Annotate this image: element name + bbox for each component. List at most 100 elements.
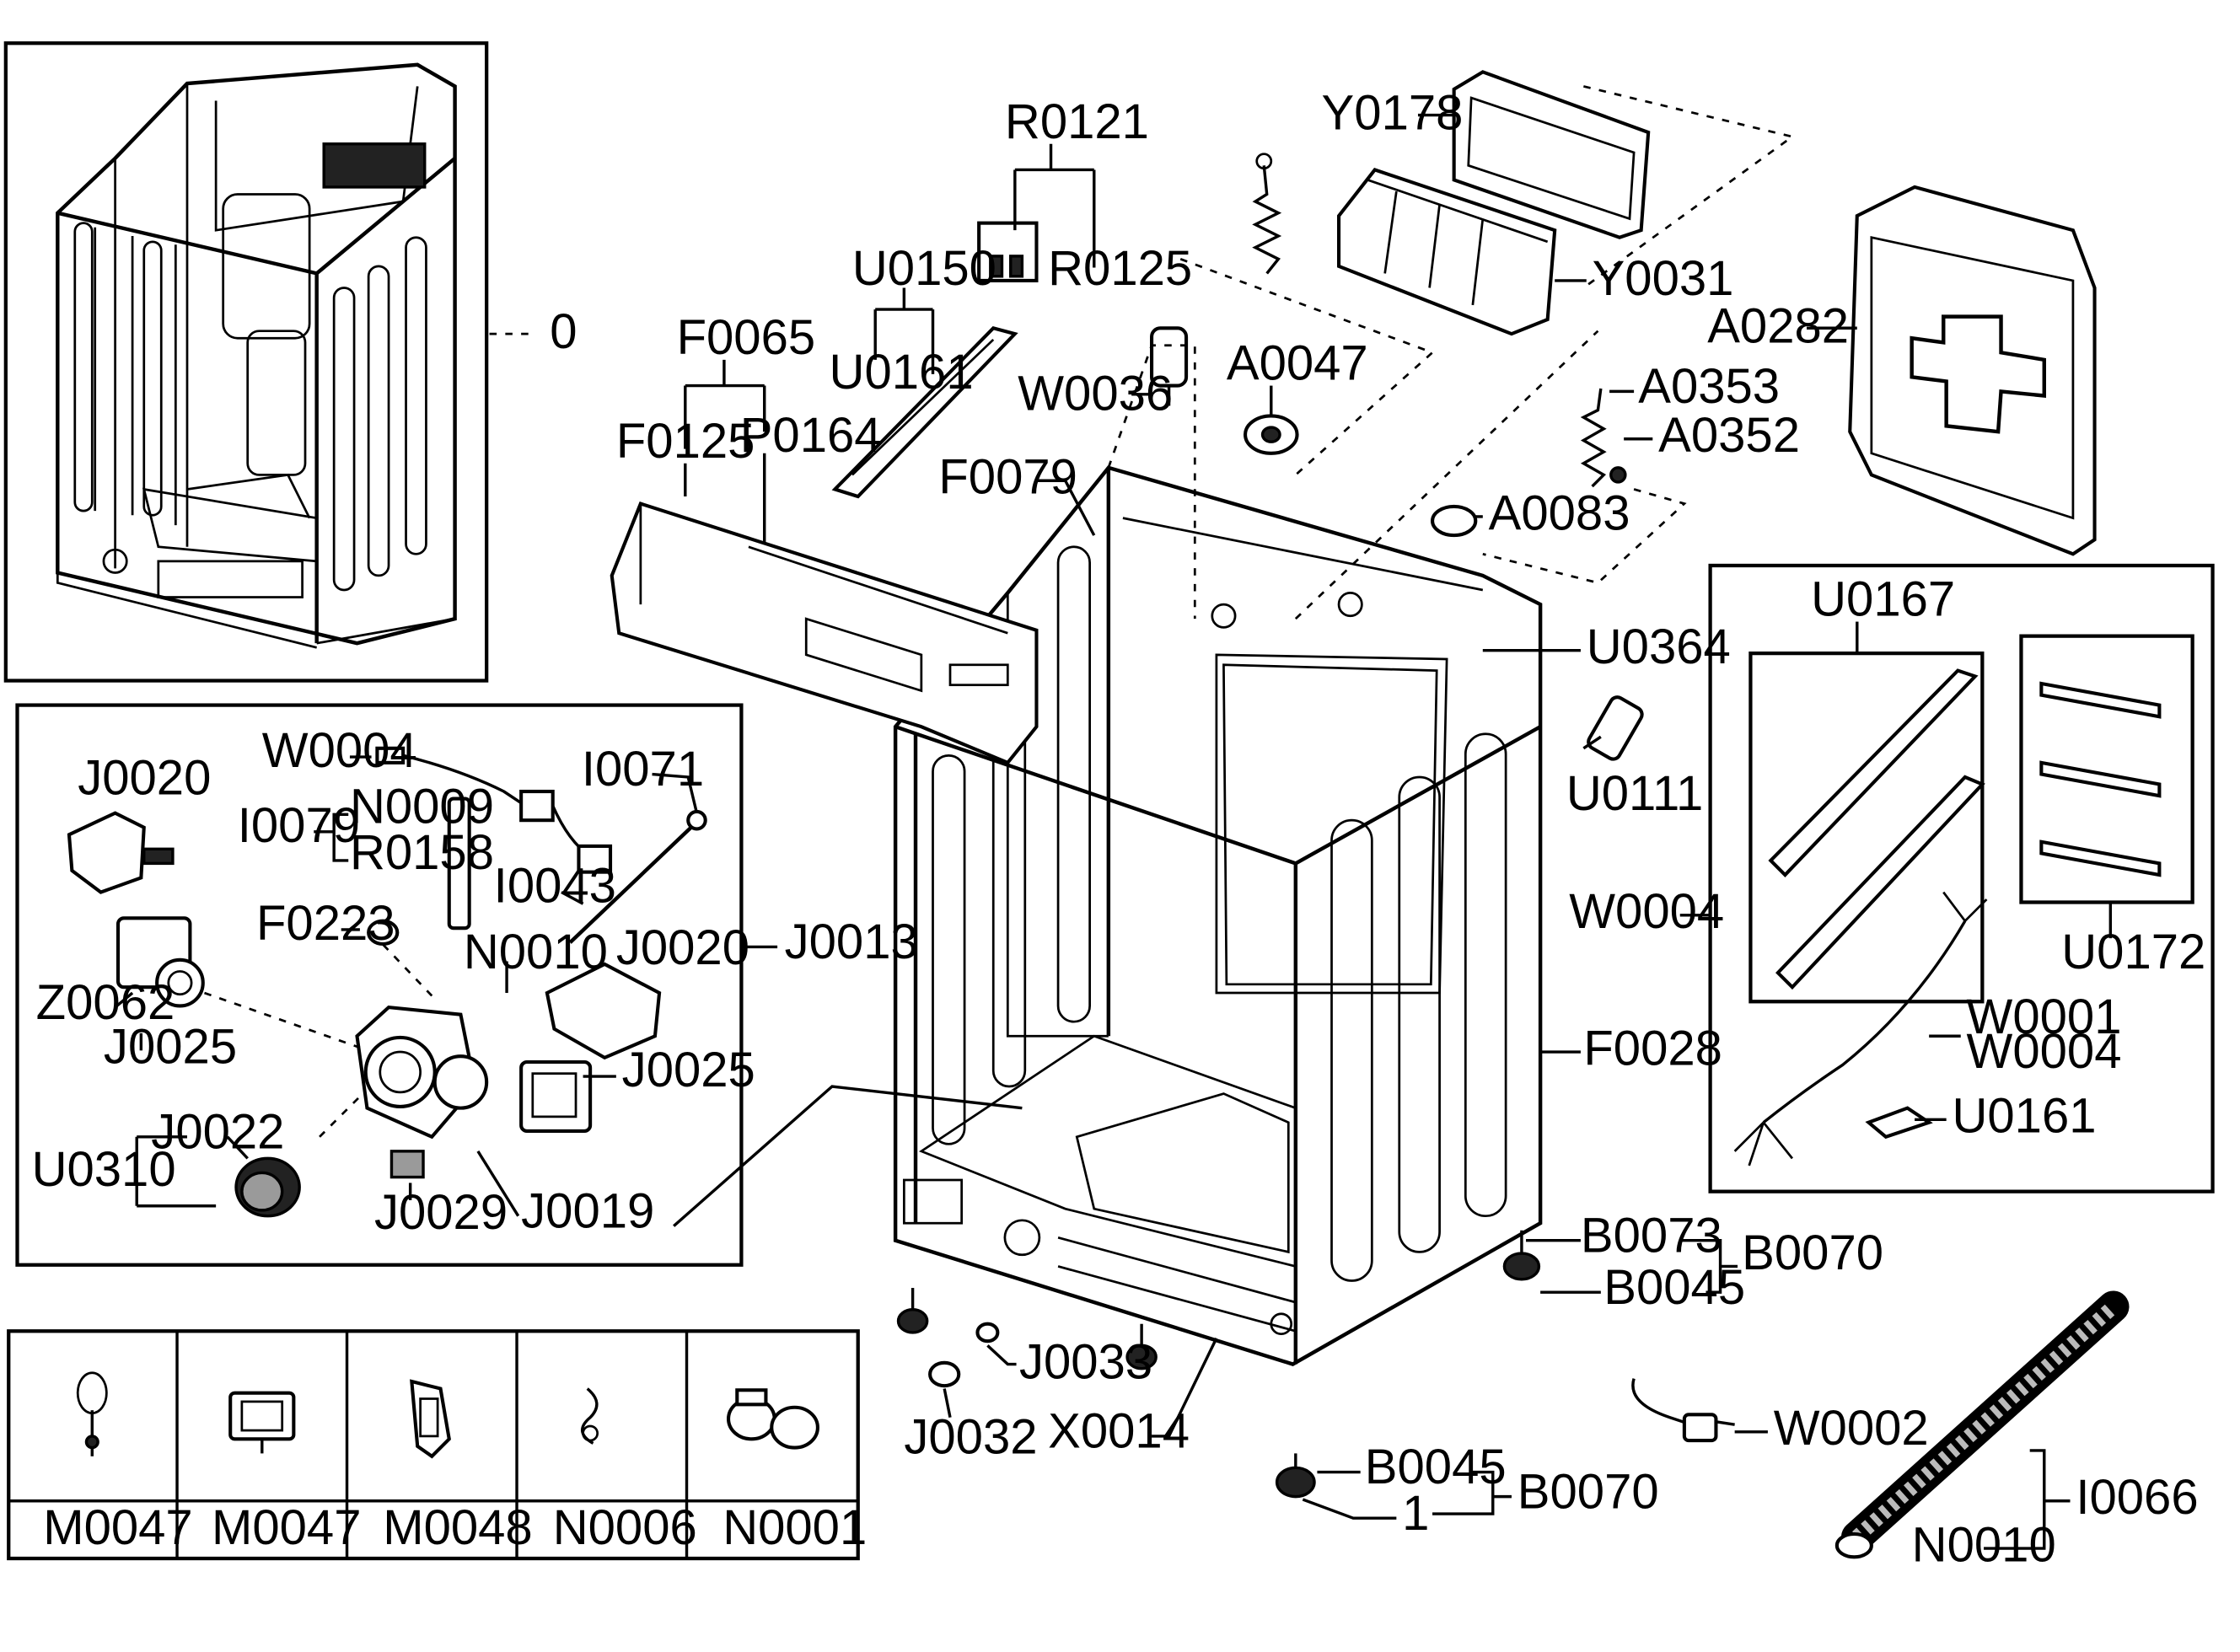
label-J0022: J0022 — [151, 1104, 284, 1159]
label-F0065: F0065 — [677, 310, 816, 365]
label-W0004-right-2: W0004 — [1967, 1024, 2122, 1079]
part-labels: R0121 R0125 Y0178 Y0031 U0150 U0161 F006… — [32, 86, 2206, 1573]
bracket-set-part — [2039, 681, 2162, 877]
label-N0010-pump: N0010 — [464, 925, 608, 979]
label-F0028: F0028 — [1583, 1021, 1722, 1075]
label-U0111: U0111 — [1566, 766, 1703, 821]
nut-part — [928, 1322, 1000, 1388]
label-J0013: J0013 — [785, 914, 918, 969]
cabinet-assembly-icon — [56, 62, 457, 649]
label-J0029: J0029 — [374, 1185, 508, 1240]
label-A0083: A0083 — [1489, 485, 1630, 540]
double-clamp-icon — [726, 1388, 819, 1450]
label-B0073: B0073 — [1581, 1208, 1722, 1263]
label-I0043: I0043 — [494, 858, 616, 913]
small-block-part — [389, 1150, 425, 1179]
legend-code-2: M0047 — [212, 1500, 362, 1555]
pump-bracket-part — [67, 811, 175, 894]
legend-code-4: N0006 — [553, 1500, 697, 1555]
label-N0010-hose: N0010 — [1912, 1517, 2056, 1572]
filter-cap-part — [234, 1156, 301, 1218]
label-I0071: I0071 — [582, 742, 704, 796]
drain-hose-part — [1834, 1290, 2130, 1559]
sensor-part — [1150, 326, 1189, 406]
pump-housing-part — [355, 1005, 489, 1140]
u0167-inner-box — [1748, 651, 1985, 1004]
label-B0045-bottom: B0045 — [1365, 1440, 1507, 1494]
label-Y0178: Y0178 — [1322, 86, 1464, 141]
bearing-part — [1244, 414, 1299, 455]
leveling-foot-part-3 — [896, 1288, 929, 1334]
label-B0070-bottom: B0070 — [1518, 1464, 1659, 1519]
leader-lines — [114, 85, 2113, 1550]
holder-clip-icon — [410, 1379, 451, 1459]
label-U0172: U0172 — [2061, 925, 2205, 979]
wire-clip-icon — [76, 1371, 108, 1456]
hose-tube-part — [447, 796, 471, 931]
label-R0158: R0158 — [350, 825, 494, 880]
label-W0004-pump: W0004 — [262, 723, 417, 778]
power-cord-part — [1631, 1378, 1735, 1443]
label-J0019: J0019 — [521, 1183, 654, 1238]
label-I0066: I0066 — [2076, 1470, 2198, 1525]
label-A0282: A0282 — [1707, 298, 1849, 353]
label-Y0031: Y0031 — [1593, 251, 1734, 306]
wire-harness-small-part — [375, 746, 613, 874]
wiring-box — [1708, 563, 2215, 1193]
label-U0167: U0167 — [1811, 572, 1955, 627]
label-J0032: J0032 — [904, 1409, 1037, 1464]
label-one: 1 — [1402, 1486, 1429, 1541]
label-J0025-a: J0025 — [104, 1020, 237, 1075]
label-P0164: P0164 — [740, 408, 882, 463]
legend-code-1: M0047 — [43, 1500, 193, 1555]
label-B0070-right: B0070 — [1742, 1226, 1883, 1280]
filter-cover-part — [545, 962, 662, 1060]
label-R0121: R0121 — [1005, 94, 1149, 149]
label-W0002: W0002 — [1774, 1401, 1929, 1456]
rail-part — [831, 325, 1018, 499]
legend-codes: M0047 M0047 M0048 N0006 N0001 — [43, 1500, 867, 1555]
label-J0020-a: J0020 — [78, 750, 211, 805]
label-U0161-top: U0161 — [830, 345, 974, 400]
square-clamp-icon — [228, 1391, 296, 1454]
pump-motor-part — [115, 916, 205, 1008]
label-X0014: X0014 — [1048, 1404, 1190, 1459]
label-A0353: A0353 — [1638, 359, 1780, 414]
leveling-foot-part — [1502, 1230, 1541, 1281]
rail-pair-part — [1768, 668, 1985, 990]
valve-part — [519, 1059, 593, 1133]
label-A0352: A0352 — [1658, 408, 1800, 463]
u0172-inner-box — [2019, 634, 2194, 904]
label-J0033: J0033 — [1019, 1335, 1152, 1390]
legend-code-3: M0048 — [383, 1500, 533, 1555]
legend-code-5: N0001 — [722, 1500, 867, 1555]
legend-table — [7, 1329, 860, 1561]
control-panel-part — [610, 502, 1039, 765]
pump-assembly-box — [15, 703, 744, 1267]
label-U0150: U0150 — [852, 241, 996, 296]
detergent-drawer-frame-part — [1452, 70, 1651, 239]
wire-harness-part — [1733, 891, 1988, 1167]
cabinet-frame — [893, 465, 1543, 1366]
label-F0125: F0125 — [616, 414, 755, 469]
label-J0020-b: J0020 — [616, 920, 749, 975]
label-F0079: F0079 — [938, 450, 1077, 505]
heater-part — [1582, 695, 1644, 761]
label-Z0062: Z0062 — [36, 975, 175, 1030]
detergent-drawer-part — [1337, 168, 1557, 336]
connector-part — [977, 221, 1039, 282]
label-W0001: W0001 — [1967, 990, 2122, 1044]
label-U0310: U0310 — [32, 1142, 176, 1197]
label-R0125: R0125 — [1048, 241, 1192, 296]
label-N0009: N0009 — [350, 780, 494, 834]
label-W0004-right: W0004 — [1569, 884, 1724, 939]
top-assembly-box — [3, 41, 489, 683]
suspension-spring-part-2 — [1580, 388, 1627, 488]
label-W0036: W0036 — [1018, 367, 1173, 421]
label-J0025-b: J0025 — [622, 1043, 755, 1097]
leveling-foot-part-4 — [1125, 1323, 1158, 1370]
label-F0223: F0223 — [256, 896, 395, 951]
label-top-assembly: 0 — [550, 304, 577, 359]
suspension-spring-part — [1252, 153, 1282, 275]
